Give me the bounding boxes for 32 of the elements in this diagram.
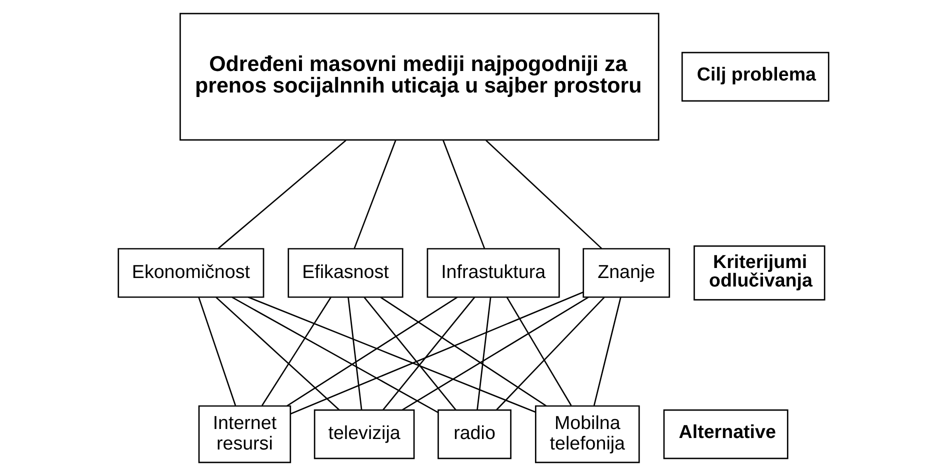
connector — [215, 296, 340, 410]
node-box: radio — [437, 409, 511, 460]
connector — [402, 296, 588, 410]
connector — [198, 297, 236, 406]
connector — [592, 297, 621, 406]
connector — [353, 140, 396, 249]
node-box: Kriterijumi odlučivanja — [693, 245, 825, 300]
connector — [506, 297, 572, 406]
node-box: Mobilna telefonija — [534, 405, 640, 464]
node-box: Znanje — [582, 248, 670, 298]
connector — [363, 296, 456, 410]
node-box: Alternative — [662, 409, 788, 460]
connector — [496, 296, 604, 410]
node-box: Cilj problema — [680, 52, 829, 102]
connector — [382, 296, 475, 410]
node-box: Određeni masovni mediji najpogodniji za prenos socijalnnih uticaja u sajber prostoru — [179, 12, 659, 141]
connector — [476, 297, 491, 410]
connector — [347, 297, 362, 410]
connector — [261, 296, 331, 406]
connector — [231, 296, 438, 414]
connector — [217, 140, 346, 249]
node-box: Infrastuktura — [426, 248, 560, 298]
node-box: Ekonomičnost — [117, 248, 264, 298]
connector — [286, 296, 458, 406]
node-box: Internet resursi — [198, 405, 291, 464]
connector — [380, 296, 546, 406]
node-box: televizija — [313, 409, 414, 460]
connector — [290, 292, 584, 414]
connector — [442, 140, 485, 249]
connector — [485, 140, 602, 249]
node-box: Efikasnost — [287, 248, 403, 298]
connector — [247, 296, 535, 413]
